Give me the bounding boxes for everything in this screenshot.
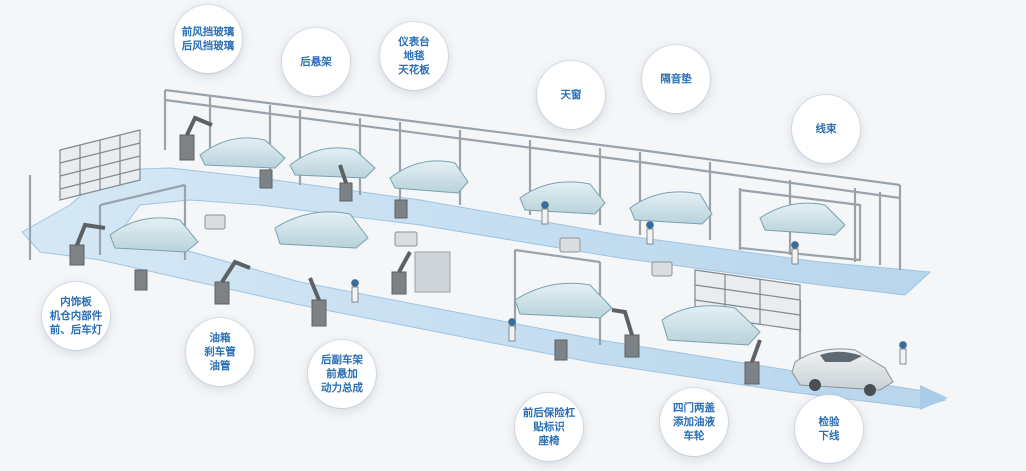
bubble-line: 贴标识 xyxy=(533,421,565,433)
bubble-line: 前、后车灯 xyxy=(49,324,103,336)
station-bubble-sunroof: 天窗 xyxy=(537,61,605,129)
bubble-line: 后风挡玻璃 xyxy=(181,40,235,52)
bubble-line: 四门两盖 xyxy=(673,402,715,414)
bubble-line: 隔音垫 xyxy=(660,73,692,85)
bubble-line: 刹车管 xyxy=(204,346,236,358)
bubble-line: 前风挡玻璃 xyxy=(181,26,235,38)
station-bubble-windshield: 前风挡玻璃 后风挡玻璃 xyxy=(174,5,242,73)
workers xyxy=(351,201,907,365)
bubble-line: 车轮 xyxy=(683,430,705,442)
finished-car xyxy=(791,348,894,396)
parts-rack-left xyxy=(59,129,141,201)
bubble-line: 机仓内部件 xyxy=(49,310,103,322)
bubble-line: 线束 xyxy=(815,123,837,135)
bubble-line: 天花板 xyxy=(398,64,430,76)
bubble-line: 油管 xyxy=(209,360,231,372)
bubble-line: 天窗 xyxy=(560,89,582,101)
station-bubble-dashboard: 仪表台 地毯 天花板 xyxy=(380,22,448,90)
bubble-line: 下线 xyxy=(818,430,840,442)
bubble-line: 前后保险杠 xyxy=(522,407,576,419)
station-bubble-doors-wheels: 四门两盖 添加油液 车轮 xyxy=(660,388,728,456)
station-bubble-wiring: 线束 xyxy=(792,95,860,163)
car-bodies xyxy=(109,137,846,346)
bubble-line: 动力总成 xyxy=(321,382,363,394)
bubble-line: 后悬架 xyxy=(300,56,332,68)
overhead-gantry xyxy=(28,88,902,380)
station-bubble-sound-insulation: 隔音垫 xyxy=(642,45,710,113)
station-bubble-rear-suspension: 后悬架 xyxy=(282,28,350,96)
station-bubble-interior-trim: 内饰板 机仓内部件 前、后车灯 xyxy=(42,282,110,350)
equipment-cabinet xyxy=(414,251,451,293)
bubble-line: 内饰板 xyxy=(60,296,92,308)
bubble-line: 前悬加 xyxy=(326,368,358,380)
track-direction-arrow xyxy=(920,385,948,410)
station-bubble-subframe: 后副车架 前悬加 动力总成 xyxy=(308,340,376,408)
robot-arms xyxy=(69,115,762,385)
station-bubble-bumpers: 前后保险杠 贴标识 座椅 xyxy=(515,393,583,461)
bubble-line: 油箱 xyxy=(209,332,231,344)
station-bubble-fuel-tank: 油箱 刹车管 油管 xyxy=(186,318,254,386)
bubble-line: 座椅 xyxy=(538,435,560,447)
bubble-line: 地毯 xyxy=(403,50,425,62)
bubble-line: 添加油液 xyxy=(673,416,715,428)
station-bubble-inspection: 检验 下线 xyxy=(795,395,863,463)
parts-carts xyxy=(204,214,673,277)
bubble-line: 检验 xyxy=(818,416,840,428)
bubble-line: 仪表台 xyxy=(398,36,430,48)
bubble-line: 后副车架 xyxy=(321,354,363,366)
